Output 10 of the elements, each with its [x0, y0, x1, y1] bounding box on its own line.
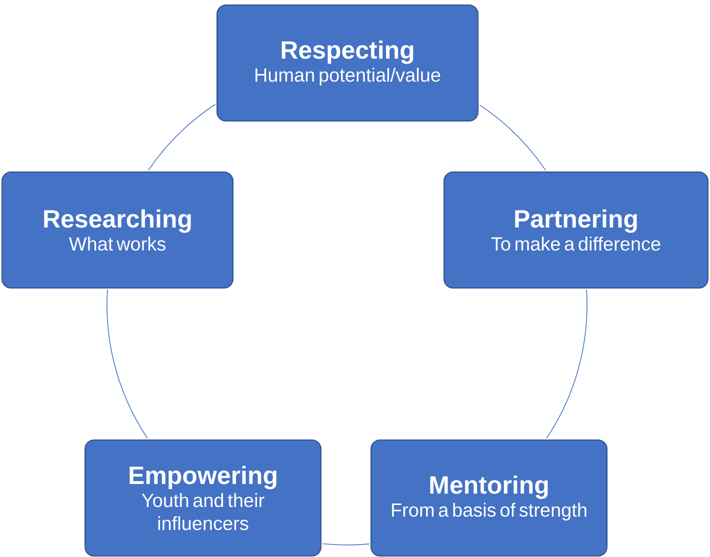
process-box: Empowering Youth and their influencers [84, 439, 322, 556]
connector-arc [546, 289, 588, 439]
connector-arc [479, 104, 546, 171]
process-box: Partnering To make a difference [444, 172, 708, 288]
connector-arc [148, 104, 216, 171]
process-box: Respecting Human potential/value [216, 4, 478, 122]
connector-arc [322, 543, 370, 546]
process-box: Mentoring From a basis of strength [370, 439, 608, 556]
connector-arc [106, 289, 148, 439]
process-box: Researching What works [2, 172, 234, 288]
